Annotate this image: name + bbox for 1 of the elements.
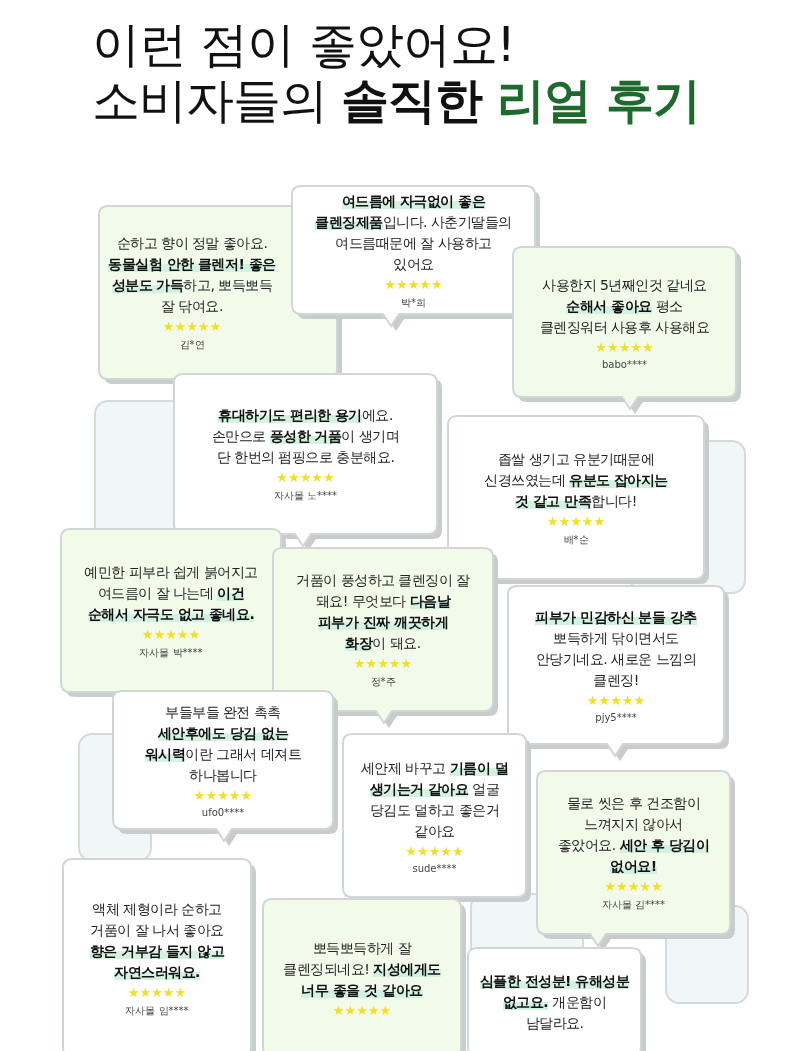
title: 이런 점이 좋았어요! 소비자들의 솔직한 리얼 후기 [92,16,702,128]
